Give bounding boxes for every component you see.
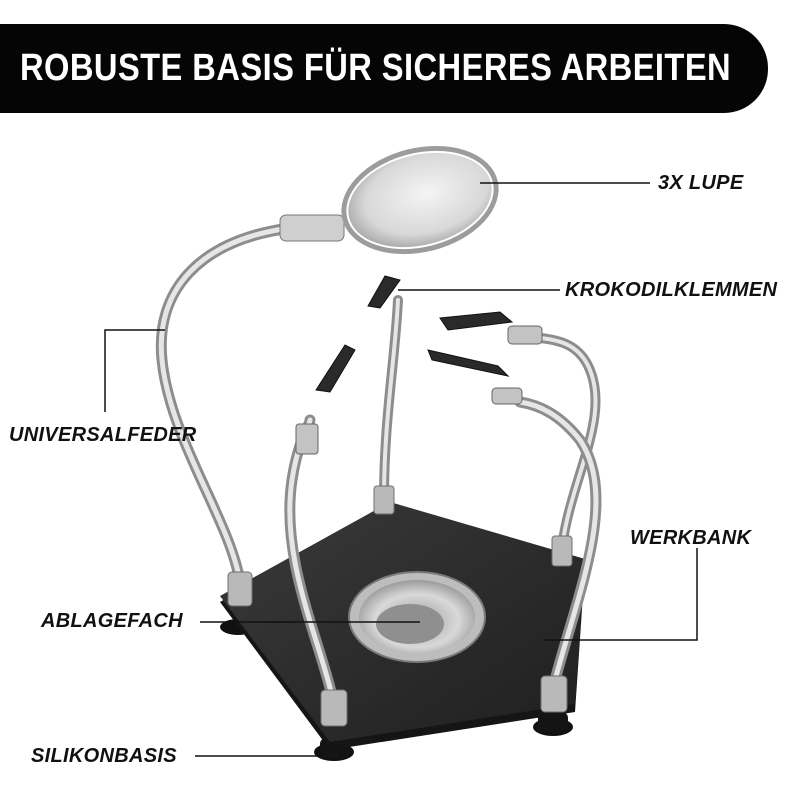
magnifier-icon bbox=[279, 145, 499, 255]
label-workbench: WERKBANK bbox=[630, 527, 752, 549]
label-arm: UNIVERSALFEDER bbox=[9, 424, 197, 446]
label-clips: KROKODILKLEMMEN bbox=[565, 279, 778, 301]
label-base: SILIKONBASIS bbox=[31, 745, 177, 767]
alligator-clip-icon bbox=[295, 275, 543, 455]
solder-tray-icon bbox=[348, 571, 486, 663]
banner-title: ROBUSTE BASIS FÜR SICHERES ARBEITEN bbox=[20, 47, 732, 89]
label-magnifier: 3X LUPE bbox=[658, 172, 744, 194]
label-tray: ABLAGEFACH bbox=[41, 610, 183, 632]
arm-sockets bbox=[227, 485, 573, 727]
header-banner: ROBUSTE BASIS FÜR SICHERES ARBEITEN bbox=[0, 24, 768, 113]
